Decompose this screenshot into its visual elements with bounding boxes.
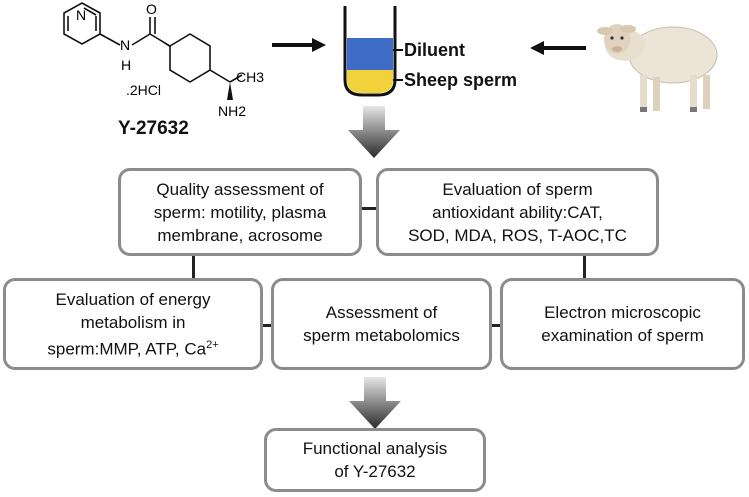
- antioxidant-box: Evaluation of sperm antioxidant ability:…: [376, 168, 659, 256]
- box-line: Evaluation of energy: [55, 289, 211, 309]
- functional-analysis-box: Functional analysis of Y-27632: [264, 428, 486, 492]
- box-line: metabolism in: [80, 312, 186, 332]
- box-line: membrane, acrosome: [157, 225, 323, 245]
- metabolomics-box: Assessment of sperm metabolomics: [271, 278, 492, 370]
- nh2-label: NH2: [218, 103, 246, 119]
- electron-microscopy-box: Electron microscopic examination of sper…: [500, 278, 745, 370]
- energy-metabolism-box: Evaluation of energy metabolism in sperm…: [3, 278, 263, 370]
- sheep-sperm-label: Sheep sperm: [404, 70, 518, 90]
- box-line: Evaluation of sperm: [442, 179, 593, 199]
- box-line: sperm:MMP, ATP, Ca2+: [47, 334, 218, 361]
- box-line: of Y-27632: [334, 462, 416, 481]
- box-line: Assessment of: [325, 303, 438, 322]
- diluent-label: Diluent: [404, 40, 465, 60]
- sperm-layer: [347, 70, 393, 93]
- connector-left-v: [192, 256, 195, 280]
- connector-right-v: [583, 256, 586, 280]
- test-tube-icon: [343, 6, 403, 97]
- arrow-down-icon: [348, 106, 400, 158]
- cyclohexane-ring: [169, 33, 211, 83]
- atom-h-amide: H: [121, 57, 131, 73]
- sheep-icon: [597, 24, 718, 112]
- energy-line-text: sperm:MMP, ATP, Ca: [47, 339, 207, 359]
- box-line: Quality assessment of: [156, 179, 324, 199]
- y27632-structure: N N H O .2HCl CH3 NH2: [63, 1, 264, 119]
- box-line: examination of sperm: [541, 326, 704, 345]
- diluent-layer: [347, 38, 393, 70]
- pyridine-ring: [63, 2, 101, 45]
- hcl-label: .2HCl: [126, 82, 161, 98]
- box-line: sperm: motility, plasma: [153, 202, 327, 222]
- box-line: Functional analysis: [302, 439, 448, 458]
- box-line: Electron microscopic: [544, 303, 701, 322]
- box-line: antioxidant ability:CAT,: [432, 202, 603, 222]
- box-line: SOD, MDA, ROS, T-AOC,TC: [408, 225, 627, 245]
- compound-name: Y-27632: [118, 118, 189, 139]
- connector-mid-right-h: [490, 324, 502, 327]
- connector-top-h: [360, 207, 380, 210]
- atom-n-ring: N: [76, 7, 86, 23]
- arrow-left-icon: [530, 41, 586, 55]
- arrow-right-icon: [272, 38, 326, 52]
- calcium-charge: 2+: [206, 338, 219, 351]
- atom-n-amide: N: [120, 37, 130, 53]
- quality-assessment-box: Quality assessment of sperm: motility, p…: [118, 168, 362, 256]
- arrow-down-icon: [349, 377, 401, 429]
- atom-o: O: [146, 1, 157, 17]
- box-line: sperm metabolomics: [303, 326, 460, 345]
- connector-mid-left-h: [261, 324, 273, 327]
- ch3-label: CH3: [236, 69, 264, 85]
